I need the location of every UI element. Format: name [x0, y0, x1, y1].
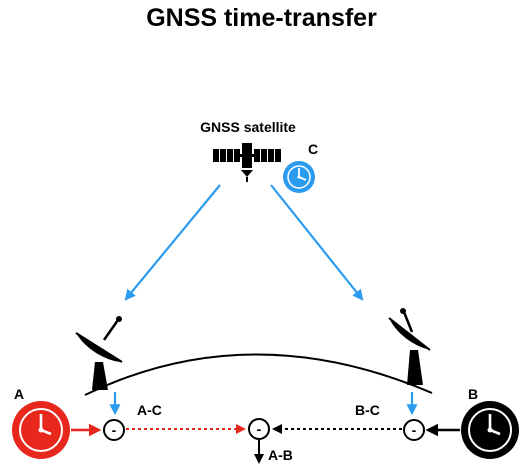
- signal-ray-b: [270, 184, 364, 301]
- earth-surface: [84, 353, 433, 396]
- difference-b-label: B-C: [355, 402, 380, 418]
- subtractor-center: -: [248, 418, 270, 440]
- station-b-label: B: [468, 386, 478, 402]
- subtractor-center-symbol: -: [257, 421, 262, 437]
- result-label: A-B: [268, 447, 293, 463]
- difference-a-label: A-C: [137, 402, 162, 418]
- dish-antenna-a: [75, 316, 123, 390]
- station-a-label: A: [14, 386, 24, 402]
- diagram-title: GNSS time-transfer: [146, 4, 377, 32]
- subtractor-a: -: [103, 419, 125, 441]
- signal-ray-a: [124, 184, 221, 301]
- dish-antenna-b: [388, 308, 431, 385]
- satellite-icon: [213, 143, 281, 182]
- clock-a-icon: [12, 401, 70, 459]
- subtractor-a-symbol: -: [112, 422, 117, 438]
- subtractor-b-symbol: -: [412, 422, 417, 438]
- clock-b-icon: [461, 401, 519, 459]
- satellite-clock-icon: [283, 161, 315, 193]
- satellite-label: GNSS satellite: [200, 119, 296, 135]
- satellite-clock-label: C: [308, 141, 318, 157]
- subtractor-b: -: [403, 419, 425, 441]
